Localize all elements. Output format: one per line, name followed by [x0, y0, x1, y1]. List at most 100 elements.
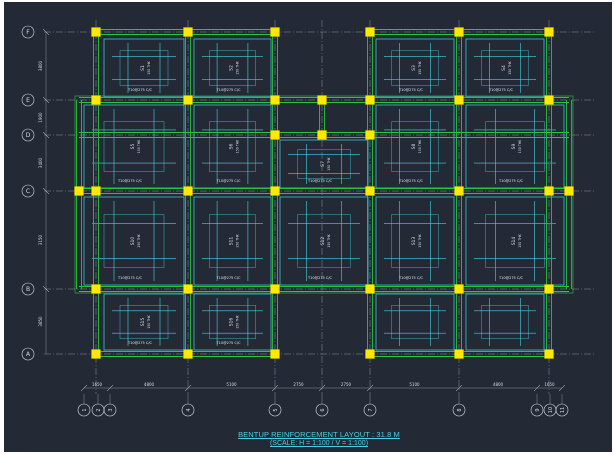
- grid-bubble-row: [21, 282, 35, 296]
- column: [91, 27, 101, 37]
- dimension-tick: [318, 384, 326, 392]
- grid-bubble-col: [315, 403, 329, 417]
- slab-rebar-note: T10@275 C/C: [398, 276, 424, 280]
- dimension-tick: [42, 187, 50, 195]
- rebar-extent: [391, 305, 439, 340]
- slab-rebar-outline: [193, 293, 272, 351]
- grid-bubble-row: [21, 25, 35, 39]
- grid-bubble-col-label: 1: [82, 408, 88, 411]
- drawing-scale-note: (SCALE: H = 1:100 / V = 1:100): [269, 440, 369, 447]
- column: [365, 284, 375, 294]
- grid-bubble-col-label: 4: [186, 408, 192, 411]
- dimension-text-bottom: 4800: [144, 382, 155, 387]
- slab-rebar-outline: [279, 139, 369, 189]
- grid-bubble-row-label: B: [26, 286, 30, 293]
- drawing-title: BENTUP REINFORCEMENT LAYOUT : 31.8 M: [238, 430, 400, 439]
- dimension-text-left: 3400: [38, 157, 43, 168]
- dimension-text-bottom: 4800: [493, 382, 504, 387]
- slab-rebar-outline: [375, 104, 455, 189]
- slab-rebar-outline: [465, 104, 565, 189]
- dimension-text-left: 3800: [38, 60, 43, 71]
- dimension-tick: [366, 384, 374, 392]
- columns-layer: [74, 27, 574, 359]
- slab-rebar-note: T10@275 C/C: [488, 88, 514, 92]
- slab-rebar-note: T10@275 C/C: [117, 179, 143, 183]
- dimension-text-bottom: 5100: [409, 382, 420, 387]
- rebar-extent: [103, 214, 165, 268]
- column: [317, 95, 327, 105]
- column: [270, 27, 280, 37]
- slab-thickness-note: 150 THK: [518, 139, 522, 153]
- slab-thickness-note: 150 THK: [418, 60, 422, 74]
- dimension-tick: [184, 384, 192, 392]
- slab-rebar-note: T10@275 C/C: [216, 276, 242, 280]
- column: [183, 27, 193, 37]
- column: [270, 349, 280, 359]
- slab-thickness-note: 150 THK: [508, 60, 512, 74]
- column: [91, 95, 101, 105]
- slab-rebar-note: T10@275 C/C: [307, 179, 333, 183]
- dimension-tick: [42, 96, 50, 104]
- grid-bubble-row: [21, 184, 35, 198]
- rebar-extent: [119, 50, 169, 86]
- slab-rebar-outline: [279, 196, 369, 286]
- column: [544, 349, 554, 359]
- slab-rebar-outline: [103, 293, 185, 351]
- grid-bubble-row: [21, 93, 35, 107]
- beams-layer: [74, 29, 574, 357]
- grid-bubble-col-label: 6: [320, 408, 326, 411]
- grid-bubble-row-label: E: [26, 97, 30, 104]
- grid-bubble-col-label: 5: [273, 408, 279, 411]
- column: [270, 130, 280, 140]
- slab-rebar-outline: [465, 293, 545, 351]
- column: [454, 27, 464, 37]
- dimension-tick: [533, 384, 541, 392]
- column: [183, 95, 193, 105]
- column: [544, 186, 554, 196]
- slab-edge: [74, 95, 574, 294]
- dimension-text-bottom: 1650: [92, 382, 103, 387]
- slab-rebar-outline: [375, 196, 455, 286]
- slab-rebar-note: T10@275 C/C: [498, 179, 524, 183]
- grid-bubble-col-label: 9: [535, 408, 541, 411]
- column: [544, 95, 554, 105]
- grid-bubble-row-label: D: [26, 132, 31, 139]
- slab-thickness-note: 150 THK: [327, 233, 331, 247]
- dimension-text-bottom: 5100: [226, 382, 237, 387]
- grid-bubble-col: [452, 403, 466, 417]
- slab-rebar-outline: [193, 104, 272, 189]
- grid-bubble-row-label: C: [26, 188, 30, 195]
- column: [544, 284, 554, 294]
- grid-bubble-col: [103, 403, 117, 417]
- slab-mark: S4: [501, 65, 507, 71]
- column: [454, 95, 464, 105]
- slab-thickness-note: 150 THK: [236, 139, 240, 153]
- rebar-extent: [481, 305, 529, 340]
- column: [91, 349, 101, 359]
- column: [183, 186, 193, 196]
- grid-bubble-col-label: 8: [457, 408, 463, 411]
- grid-bubble-row-label: F: [26, 29, 30, 36]
- slab-mark: S6: [229, 144, 235, 150]
- rebar-extent: [209, 305, 256, 340]
- slab-thickness-note: 150 THK: [236, 233, 240, 247]
- slab-rebar-note: T10@275 C/C: [498, 276, 524, 280]
- column: [270, 186, 280, 196]
- column: [365, 95, 375, 105]
- column: [454, 186, 464, 196]
- slab-thickness-note: 150 THK: [147, 60, 151, 74]
- grid-bubble-col: [181, 403, 195, 417]
- slab-thickness-note: 150 THK: [137, 233, 141, 247]
- slab-thickness-note: 150 THK: [327, 156, 331, 170]
- rebar-extent: [209, 214, 256, 268]
- column: [91, 186, 101, 196]
- slab-thickness-note: 150 THK: [147, 314, 151, 328]
- slab-rebar-outline: [193, 38, 272, 98]
- column: [270, 95, 280, 105]
- column: [91, 284, 101, 294]
- grid-bubble-col: [268, 403, 282, 417]
- slab-mark: S14: [511, 237, 517, 246]
- slab-mark: S15: [140, 318, 146, 327]
